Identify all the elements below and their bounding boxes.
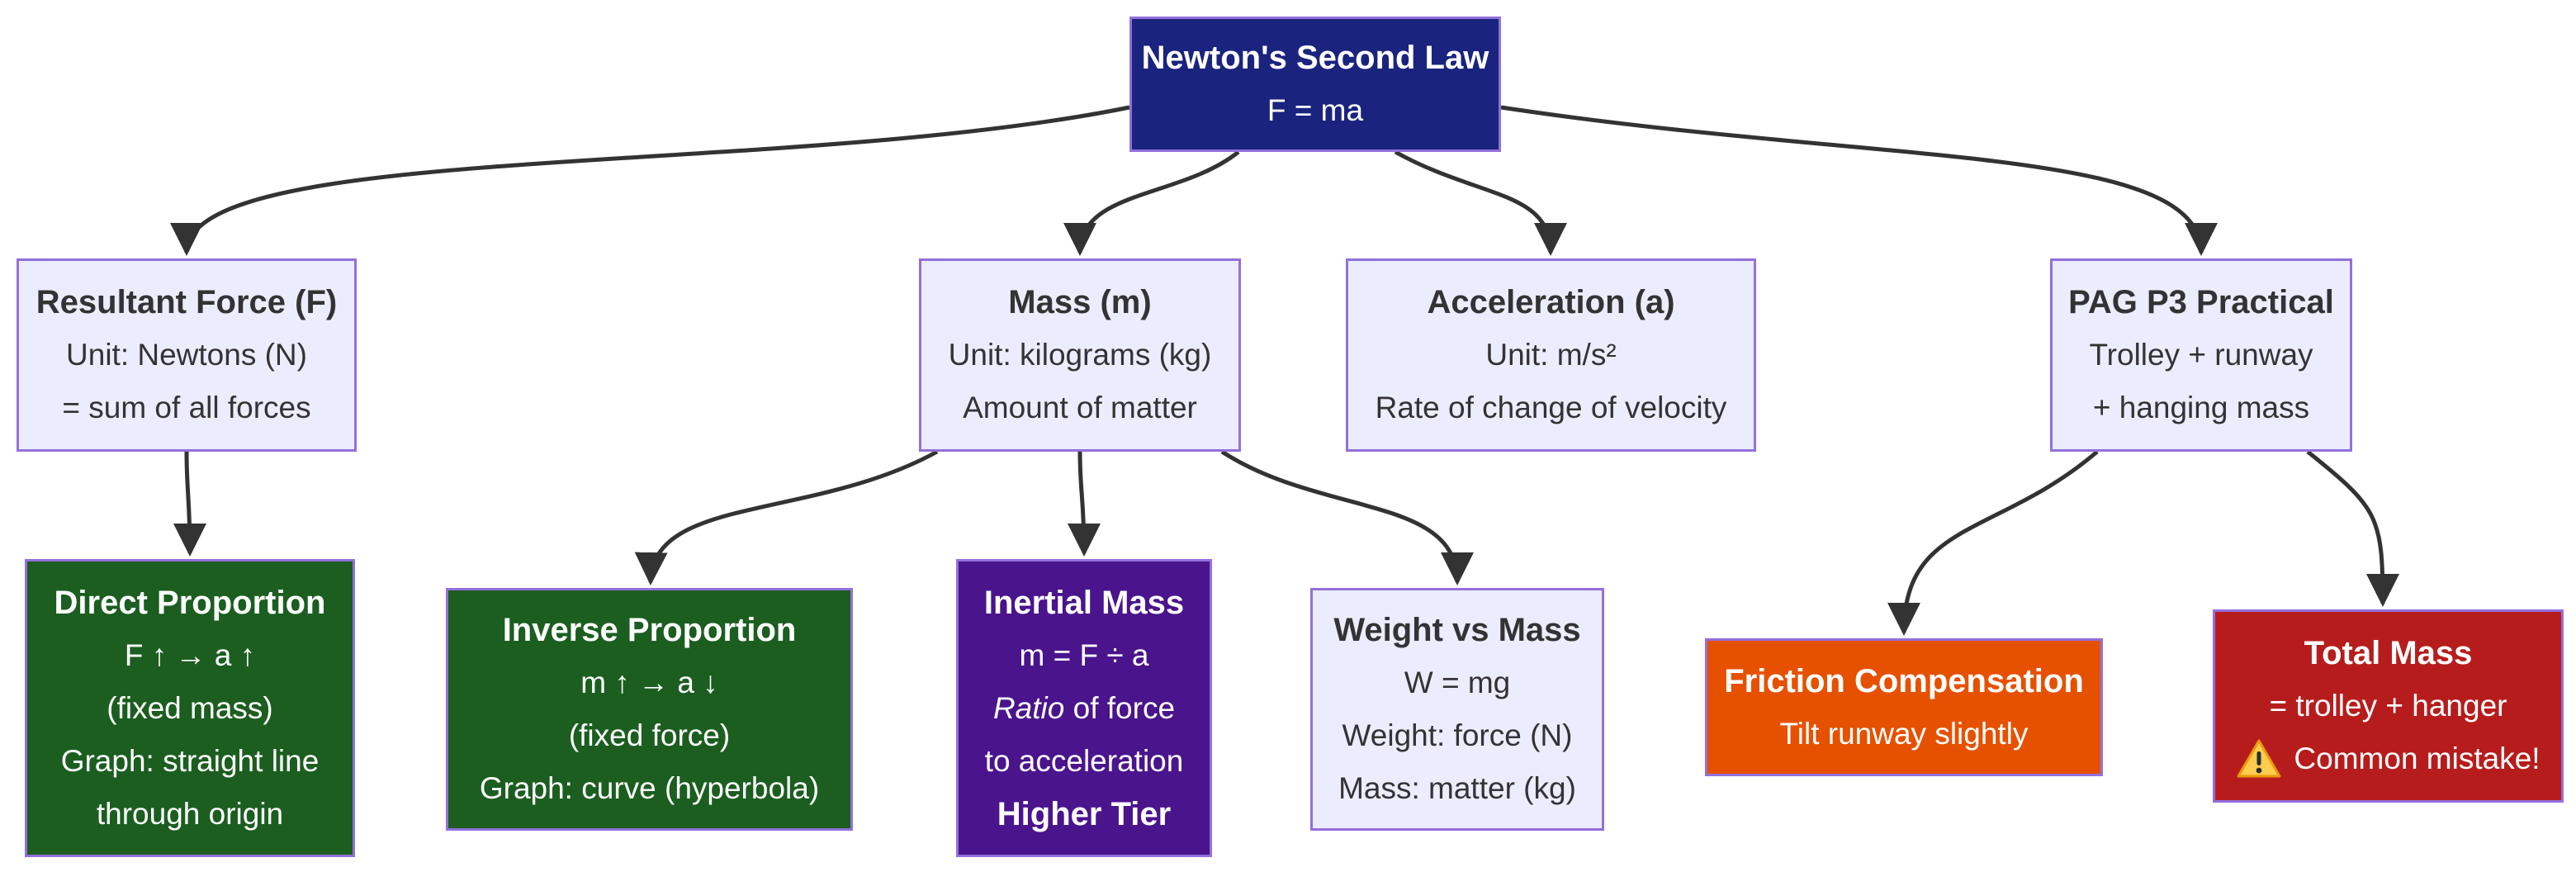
node-mass: Mass (m) Unit: kilograms (kg) Amount of … xyxy=(919,258,1241,452)
edge-root-to-pag-p3 xyxy=(1500,105,2218,256)
node-friction-compensation: Friction Compensation Tilt runway slight… xyxy=(1705,638,2103,776)
node-line-ratio: Ratio of force xyxy=(993,682,1175,735)
node-weight-vs-mass: Weight vs Mass W = mg Weight: force (N) … xyxy=(1310,588,1604,831)
node-line-higher-tier: Higher Tier xyxy=(997,795,1172,832)
node-inverse-proportion: Inverse Proportion m ↑ → a ↓ (fixed forc… xyxy=(446,588,853,831)
node-line: Graph: straight line xyxy=(60,743,320,778)
node-line: through origin xyxy=(96,796,284,831)
node-line: = trolley + hanger xyxy=(2269,689,2507,723)
node-title: Acceleration (a) xyxy=(1427,284,1675,320)
edge-mass-to-inverse-proportion xyxy=(634,449,939,585)
ratio-rest: of force xyxy=(1064,690,1176,725)
edge-pag-p3-to-total-mass xyxy=(2306,450,2399,607)
node-line: Amount of matter xyxy=(963,391,1197,424)
node-inertial-mass: Inertial Mass m = F ÷ a Ratio of force t… xyxy=(956,559,1212,857)
node-resultant-force: Resultant Force (F) Unit: Newtons (N) = … xyxy=(17,258,357,452)
node-line: m = F ÷ a xyxy=(1019,637,1149,672)
node-line: Unit: Newtons (N) xyxy=(66,338,307,372)
node-title: PAG P3 Practical xyxy=(2068,284,2334,320)
node-line: to acceleration xyxy=(984,743,1184,778)
node-title: Friction Compensation xyxy=(1724,662,2084,699)
node-line: Tilt runway slightly xyxy=(1779,716,2029,751)
node-title: Weight vs Mass xyxy=(1333,612,1581,648)
node-line: F ↑ → a ↑ xyxy=(124,637,256,672)
node-title: Resultant Force (F) xyxy=(36,284,338,320)
node-line: Unit: kilograms (kg) xyxy=(948,338,1212,372)
node-newtons-second-law: Newton's Second Law F = ma xyxy=(1129,17,1501,152)
node-title: Newton's Second Law xyxy=(1141,40,1489,76)
warning-text: Common mistake! xyxy=(2294,742,2540,775)
node-line: Weight: force (N) xyxy=(1342,718,1573,752)
node-title: Direct Proportion xyxy=(54,584,326,621)
node-line: = sum of all forces xyxy=(62,391,311,424)
node-line: Mass: matter (kg) xyxy=(1338,771,1576,805)
warning-icon xyxy=(2237,739,2281,778)
edge-pag-p3-to-friction-compensation xyxy=(1887,450,2099,636)
edge-root-to-acceleration xyxy=(1394,149,1567,256)
node-line: Graph: curve (hyperbola) xyxy=(479,771,820,805)
node-line: (fixed mass) xyxy=(107,690,273,725)
node-title: Inertial Mass xyxy=(983,584,1185,621)
ratio-italic-word: Ratio xyxy=(992,690,1065,725)
node-pag-p3-practical: PAG P3 Practical Trolley + runway + hang… xyxy=(2050,258,2352,452)
node-line: F = ma xyxy=(1267,93,1364,127)
node-line: Trolley + runway xyxy=(2089,338,2313,372)
node-line: Unit: m/s² xyxy=(1485,338,1617,372)
node-line: + hanging mass xyxy=(2092,391,2310,424)
edge-resultant-force-to-direct-proportion xyxy=(173,451,206,557)
node-total-mass: Total Mass = trolley + hanger Common mis… xyxy=(2213,609,2564,803)
node-acceleration: Acceleration (a) Unit: m/s² Rate of chan… xyxy=(1346,258,1756,452)
node-line: W = mg xyxy=(1404,666,1511,699)
edge-mass-to-inertial-mass xyxy=(1067,451,1101,557)
node-line: (fixed force) xyxy=(568,718,731,752)
node-title: Inverse Proportion xyxy=(502,612,797,648)
node-title: Mass (m) xyxy=(1008,284,1152,320)
node-line: Rate of change of velocity xyxy=(1375,391,1727,424)
node-title: Total Mass xyxy=(2304,635,2473,671)
node-line: m ↑ → a ↓ xyxy=(580,666,718,699)
edge-root-to-resultant-force xyxy=(170,105,1130,256)
node-direct-proportion: Direct Proportion F ↑ → a ↑ (fixed mass)… xyxy=(25,559,355,857)
edge-root-to-mass xyxy=(1063,150,1240,256)
edge-mass-to-weight-vs-mass xyxy=(1220,449,1474,585)
node-line-warning: Common mistake! xyxy=(2236,732,2540,785)
